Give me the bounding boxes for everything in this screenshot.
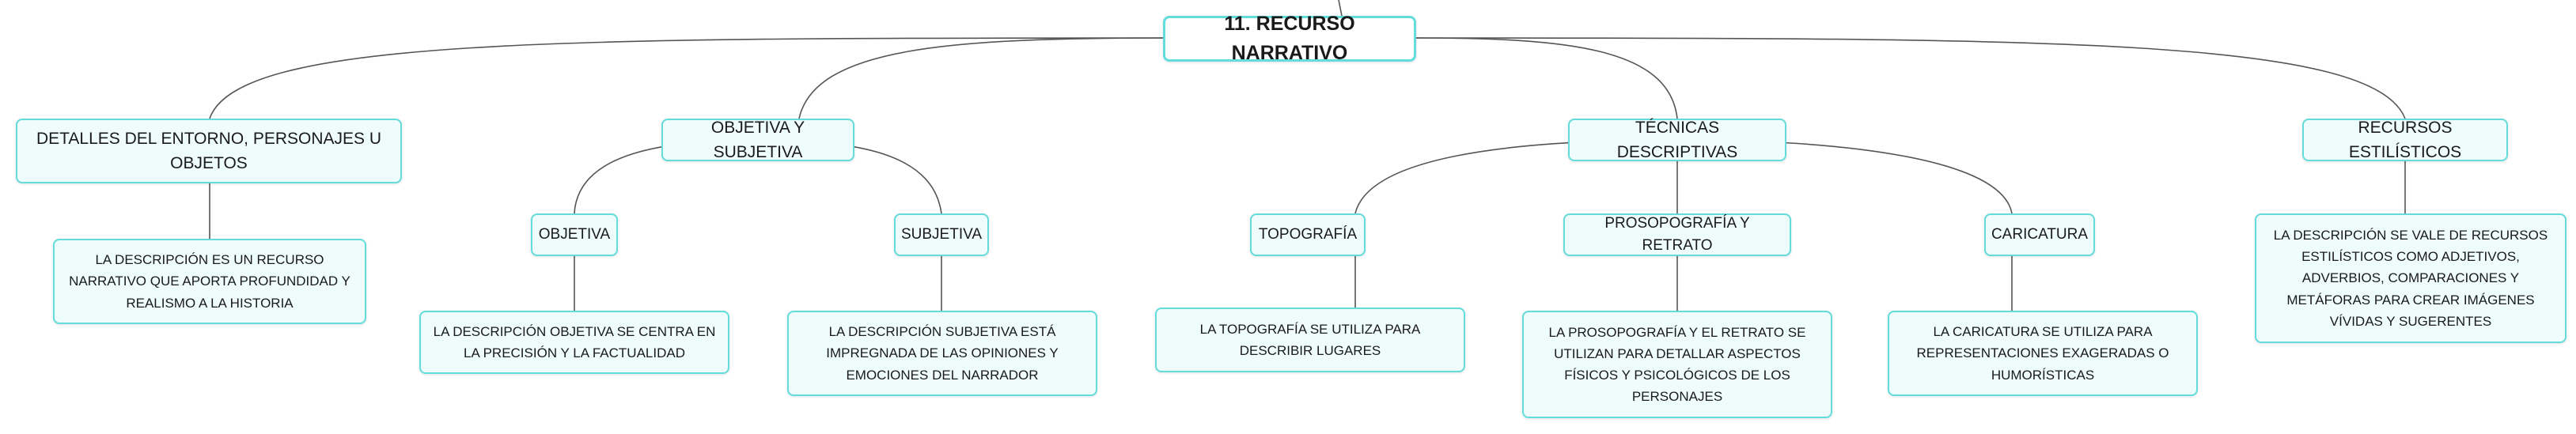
leaf-node-recursos[interactable]: LA DESCRIPCIÓN SE VALE DE RECURSOS ESTIL… [2255,213,2567,343]
sub-node-prosopografia[interactable]: PROSOPOGRAFÍA Y RETRATO [1563,213,1791,256]
leaf-node-detalles[interactable]: LA DESCRIPCIÓN ES UN RECURSO NARRATIVO Q… [53,239,366,324]
leaf-node-caricatura[interactable]: LA CARICATURA SE UTILIZA PARA REPRESENTA… [1888,311,2198,396]
leaf-node-topografia[interactable]: LA TOPOGRAFÍA SE UTILIZA PARA DESCRIBIR … [1155,308,1465,372]
branch-node-recursos-estilisticos[interactable]: RECURSOS ESTILÍSTICOS [2302,119,2508,161]
connector-root-incoming [1338,0,1343,17]
branch-node-label: OBJETIVA Y SUBJETIVA [710,118,805,161]
leaf-node-text: LA DESCRIPCIÓN ES UN RECURSO NARRATIVO Q… [69,252,350,311]
connector-root-detalles [209,37,1168,119]
sub-node-label: OBJETIVA [538,225,611,243]
leaf-node-text: LA CARICATURA SE UTILIZA PARA REPRESENTA… [1916,324,2169,383]
root-node[interactable]: 11. RECURSO NARRATIVO [1163,13,1416,64]
leaf-node-text: LA DESCRIPCIÓN OBJETIVA SE CENTRA EN LA … [433,323,716,360]
branch-node-label: RECURSOS ESTILÍSTICOS [2348,118,2462,161]
leaf-node-text: LA PROSOPOGRAFÍA Y EL RETRATO SE UTILIZA… [1548,324,1806,405]
branch-node-label: TÉCNICAS DESCRIPTIVAS [1616,118,1738,161]
branch-node-objetiva-subjetiva[interactable]: OBJETIVA Y SUBJETIVA [661,119,854,161]
sub-node-label: CARICATURA [1991,225,2089,243]
leaf-node-text: LA DESCRIPCIÓN SE VALE DE RECURSOS ESTIL… [2273,228,2548,329]
sub-node-objetiva[interactable]: OBJETIVA [531,213,618,256]
sub-node-label: TOPOGRAFÍA [1258,225,1358,243]
connector-root-tecnicas [1415,37,1678,119]
root-node-label: 11. RECURSO NARRATIVO [1224,13,1355,64]
sub-node-topografia[interactable]: TOPOGRAFÍA [1250,213,1366,256]
leaf-node-objetiva[interactable]: LA DESCRIPCIÓN OBJETIVA SE CENTRA EN LA … [419,311,729,374]
branch-node-tecnicas-descriptivas[interactable]: TÉCNICAS DESCRIPTIVAS [1568,119,1786,161]
leaf-node-text: LA DESCRIPCIÓN SUBJETIVA ESTÁ IMPREGNADA… [826,324,1059,383]
sub-node-label: SUBJETIVA [900,225,983,243]
leaf-node-text: LA TOPOGRAFÍA SE UTILIZA PARA DESCRIBIR … [1199,321,1421,358]
branch-node-label: DETALLES DEL ENTORNO, PERSONAJES U OBJET… [36,129,382,172]
leaf-node-prosopografia[interactable]: LA PROSOPOGRAFÍA Y EL RETRATO SE UTILIZA… [1522,311,1832,418]
connector-root-objetiva-subjetiva [798,37,1168,119]
leaf-node-subjetiva[interactable]: LA DESCRIPCIÓN SUBJETIVA ESTÁ IMPREGNADA… [787,311,1097,396]
sub-node-label: PROSOPOGRAFÍA Y RETRATO [1604,214,1750,254]
branch-node-detalles[interactable]: DETALLES DEL ENTORNO, PERSONAJES U OBJET… [16,119,402,183]
connector-root-recursos [1415,37,2406,119]
sub-node-caricatura[interactable]: CARICATURA [1984,213,2095,256]
sub-node-subjetiva[interactable]: SUBJETIVA [894,213,989,256]
